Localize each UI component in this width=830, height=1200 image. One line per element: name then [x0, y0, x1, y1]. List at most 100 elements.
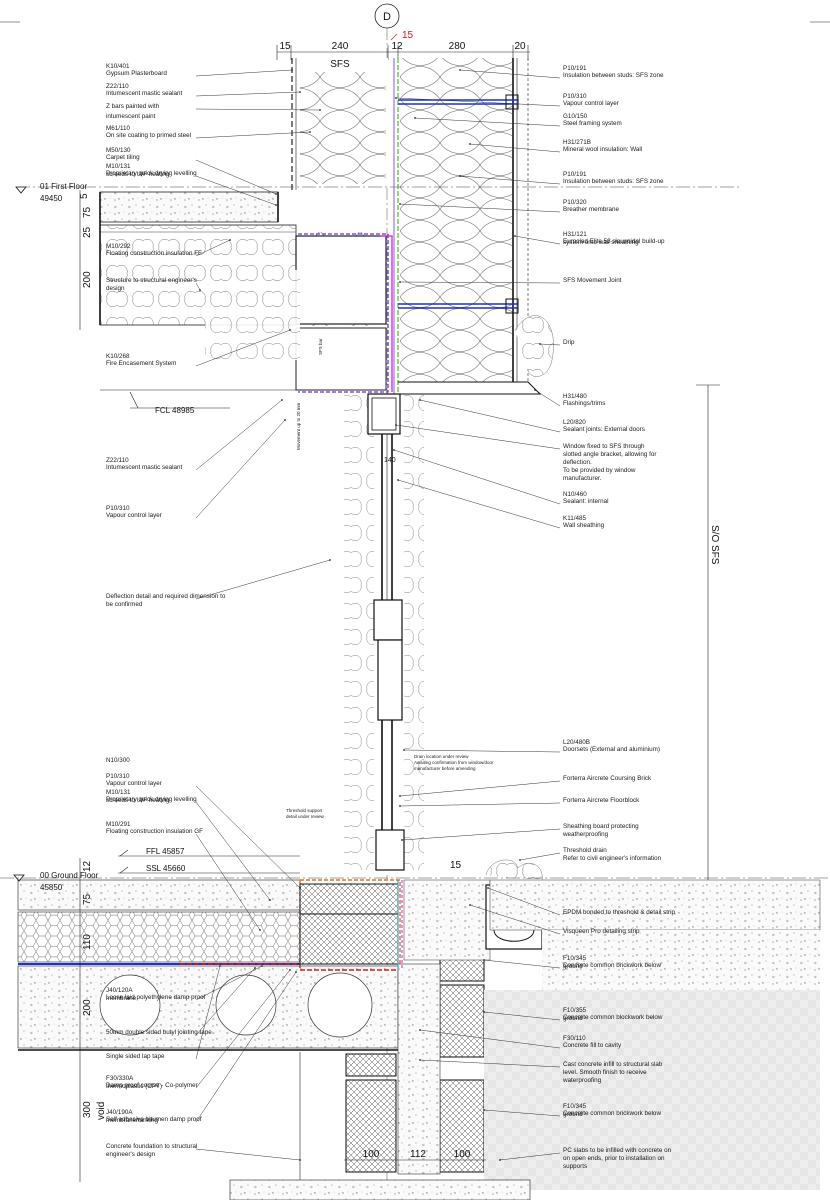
right-label-38: PC slabs to be infilled with concrete on: [563, 1147, 672, 1154]
drain-note-3: manufacturer before amending: [414, 766, 476, 771]
dim-12-lower: 12: [82, 860, 93, 872]
left-label-19: screeds to U/F heating: [106, 797, 170, 804]
right-leader-9: [539, 343, 561, 346]
right-label-1: P10/310: [563, 93, 587, 100]
left-leader-21: [195, 965, 263, 1001]
ground-floor-value: 45850: [40, 883, 63, 892]
ffl-value: FFL 45857: [146, 847, 185, 856]
left-leader-dot-27: [295, 971, 297, 973]
right-label-text-19: Doorsets (External and aluminium): [563, 746, 660, 753]
fcl-value: FCL 48985: [155, 406, 195, 415]
left-label-21: J40/120A: [106, 987, 133, 994]
right-label-text-6: Euroclad Elite 53 sinusoidal build-up: [563, 238, 665, 245]
left-leader-5: [195, 159, 277, 195]
right-leader-22: [401, 828, 561, 841]
left-leader-dot-6: [275, 204, 277, 206]
right-leader-24: [519, 852, 561, 861]
right-leader-6: [514, 235, 561, 245]
dim-300: 300: [82, 1101, 93, 1118]
right-label-13: slotted angle bracket, allowing for: [563, 451, 656, 458]
right-leader-1: [395, 97, 561, 107]
left-label-6: M10/131: [106, 163, 131, 170]
left-leader-dot-25: [289, 969, 291, 971]
left-label-text-0: Gypsum Plasterboard: [106, 70, 167, 77]
right-label-26: EPDM bonded to threshold & detail strip: [563, 909, 676, 916]
left-label-28: membrane/tanking: [106, 1117, 159, 1124]
right-leader-32: [419, 1029, 561, 1049]
right-label-31: ground: [563, 1015, 583, 1022]
right-label-34: level. Smooth finish to receive: [563, 1069, 647, 1076]
drain-note-1: Drain location under review: [414, 754, 469, 759]
dim-112: 112: [410, 1149, 426, 1160]
right-leader-17: [393, 449, 561, 505]
right-leader-dot-11: [419, 399, 421, 401]
right-label-text-11: Sealant joints: External doors: [563, 426, 645, 433]
right-label-28: F10/345: [563, 955, 587, 962]
right-label-5: P10/320: [563, 199, 587, 206]
sos-sfs-dim: S/O SFS: [709, 525, 720, 565]
flashing-and-drip: S/O SFS: [398, 315, 720, 886]
left-label-16: N10/300: [106, 757, 130, 764]
right-leader-0: [459, 69, 561, 79]
left-leader-dot-12: [281, 399, 283, 401]
left-label-text-17: Vapour control layer: [106, 780, 162, 787]
ground-floor-slab: [0, 859, 830, 1200]
dim-240: 240: [332, 41, 349, 52]
threshold-note-1: Threshold support: [286, 808, 323, 813]
right-label-19: L20/480B: [563, 739, 590, 746]
right-leader-dot-21: [399, 805, 401, 807]
dim-280: 280: [449, 41, 466, 52]
dim-void: void: [96, 1102, 107, 1120]
left-label-text-11: Fire Encasement System: [106, 360, 176, 367]
left-label-20: M10/291: [106, 821, 131, 828]
left-leader-dot-17: [299, 887, 301, 889]
dim-15: 15: [279, 41, 291, 52]
right-leader-dot-1: [395, 97, 397, 99]
left-label-30: engineer's design: [106, 1151, 156, 1158]
left-label-text-20: Floating construction insulation GF: [106, 828, 203, 835]
left-label-12: Z22/110: [106, 457, 129, 464]
right-leader-38: [499, 1152, 561, 1161]
right-label-text-3: Mineral wool insulation: Wall: [563, 146, 642, 153]
right-label-29: ground: [563, 963, 583, 970]
left-leader-18: [195, 801, 271, 901]
right-label-23: weatherproofing: [562, 831, 609, 838]
right-label-35: waterproofing: [562, 1077, 602, 1084]
right-leader-27: [469, 904, 561, 935]
left-label-text-1: Intumescent mastic sealant: [106, 90, 183, 97]
left-leader-dot-18: [269, 899, 271, 901]
right-label-15: To be provided by window: [563, 467, 636, 474]
left-label-1: Z22/110: [106, 83, 129, 90]
right-label-text-1: Vapour control layer: [563, 100, 619, 107]
left-label-10: design: [106, 285, 125, 292]
left-label-25: F30/330A: [106, 1075, 134, 1082]
left-label-4: M61/110: [106, 125, 131, 132]
dim-15-lower: 15: [450, 860, 462, 871]
top-dimension-string: 15 240 12 280 20 15: [276, 30, 530, 60]
right-label-2: G10/150: [563, 113, 588, 120]
left-label-5: M50/130: [106, 147, 131, 154]
left-label-text-25: Damp proof course - Co-polymer: [106, 1082, 198, 1089]
right-leader-dot-5: [399, 203, 401, 205]
right-leader-dot-20: [399, 795, 401, 797]
right-leader-dot-8: [399, 281, 401, 283]
left-label-23: 50mm double sided butyl jointing tape: [106, 1029, 212, 1036]
dim-20: 20: [514, 41, 526, 52]
right-label-7: system onto wall sheathing: [563, 239, 639, 246]
right-leader-19: [403, 749, 561, 753]
right-leader-dot-9: [539, 343, 541, 345]
left-leader-dot-4: [309, 131, 311, 133]
right-leader-dot-0: [459, 69, 461, 71]
right-leader-dot-33: [419, 1059, 421, 1061]
left-leader-20: [195, 833, 261, 931]
left-label-text-27: Self adhesive bitumen damp proof: [106, 1116, 202, 1123]
left-leader-dot-29: [299, 1159, 301, 1161]
left-leader-dot-2: [319, 109, 321, 111]
right-label-text-30: Concrete common blockwork below: [563, 1014, 663, 1021]
right-label-20: Forterra Aircrete Coursing Brick: [563, 775, 652, 782]
right-leader-28: [483, 959, 561, 969]
right-label-text-4: Insulation between studs: SFS zone: [563, 178, 664, 185]
left-label-27: J40/190A: [106, 1109, 133, 1116]
right-label-24: Threshold drain: [563, 847, 607, 854]
